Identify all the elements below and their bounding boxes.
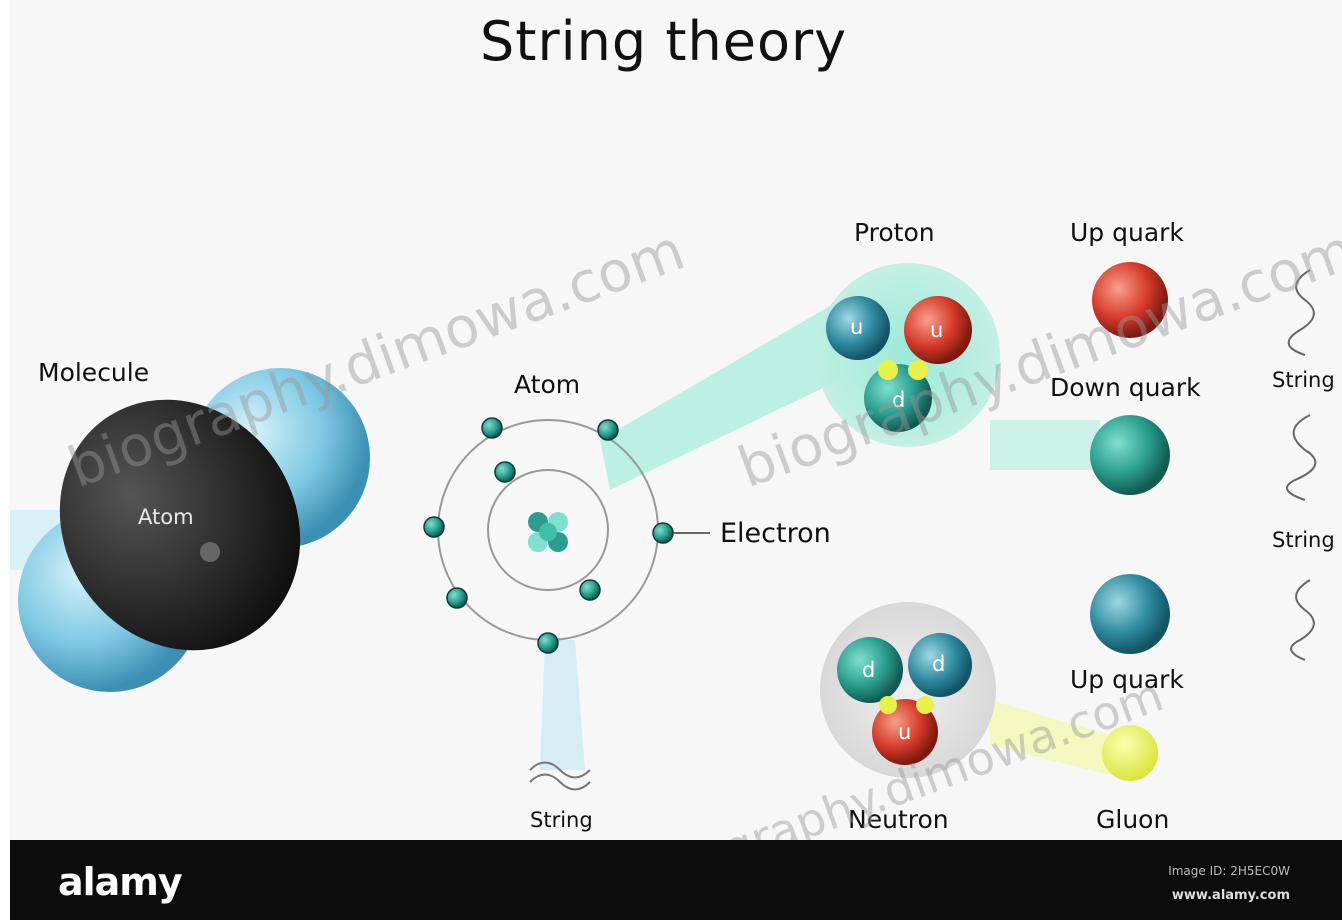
- neutron-d1-letter: d: [862, 658, 876, 682]
- atom-label: Atom: [514, 370, 581, 399]
- electron-label: Electron: [720, 518, 831, 549]
- proton-downquark-beam: [990, 420, 1100, 470]
- footer-bar: alamy Image ID: 2H5EC0W www.alamy.com: [10, 840, 1342, 920]
- gluon-ball: [1102, 725, 1158, 781]
- proton-illustration: [816, 263, 1000, 447]
- atom-nucleus: [528, 512, 568, 552]
- alamy-logo: alamy: [58, 860, 183, 904]
- molecule-illustration: [18, 368, 370, 692]
- proton-u2-letter: u: [930, 318, 944, 342]
- up-quark-top-ball: [1092, 262, 1168, 338]
- string-right-2: [1286, 414, 1317, 501]
- string-right-label-2: String: [1272, 528, 1335, 552]
- down-quark-ball: [1090, 415, 1170, 495]
- proton-u1-letter: u: [850, 315, 864, 339]
- proton-d-letter: d: [892, 388, 906, 412]
- diagram-title: String theory: [480, 10, 848, 73]
- neutron-label: Neutron: [848, 805, 949, 834]
- diagram-graphics: [10, 262, 1317, 791]
- atom-proton-beam: [600, 300, 840, 490]
- up-quark-bottom-label: Up quark: [1070, 665, 1184, 694]
- gluon-label: Gluon: [1096, 805, 1170, 834]
- diagram-canvas: String theory Molecule Atom Atom Electro…: [10, 0, 1342, 901]
- molecule-atom-label: Atom: [138, 505, 194, 529]
- image-id-text: Image ID: 2H5EC0W: [1168, 864, 1290, 878]
- neutron-u-letter: u: [898, 720, 912, 744]
- string-right-label-1: String: [1272, 368, 1335, 392]
- proton-label: Proton: [854, 218, 935, 247]
- molecule-label: Molecule: [38, 358, 150, 387]
- string-bottom: [529, 761, 591, 791]
- up-quark-bottom-ball: [1090, 574, 1170, 654]
- neutron-illustration: [820, 602, 996, 778]
- up-quark-top-label: Up quark: [1070, 218, 1184, 247]
- string-right-3: [1290, 579, 1315, 661]
- neutron-d2-letter: d: [932, 652, 946, 676]
- neutron-gluon-beam: [990, 700, 1110, 775]
- string-bottom-label: String: [530, 808, 593, 832]
- string-right-1: [1287, 269, 1315, 356]
- site-url-text: www.alamy.com: [1171, 888, 1290, 903]
- down-quark-label: Down quark: [1050, 373, 1201, 402]
- atom-string-beam: [540, 640, 585, 770]
